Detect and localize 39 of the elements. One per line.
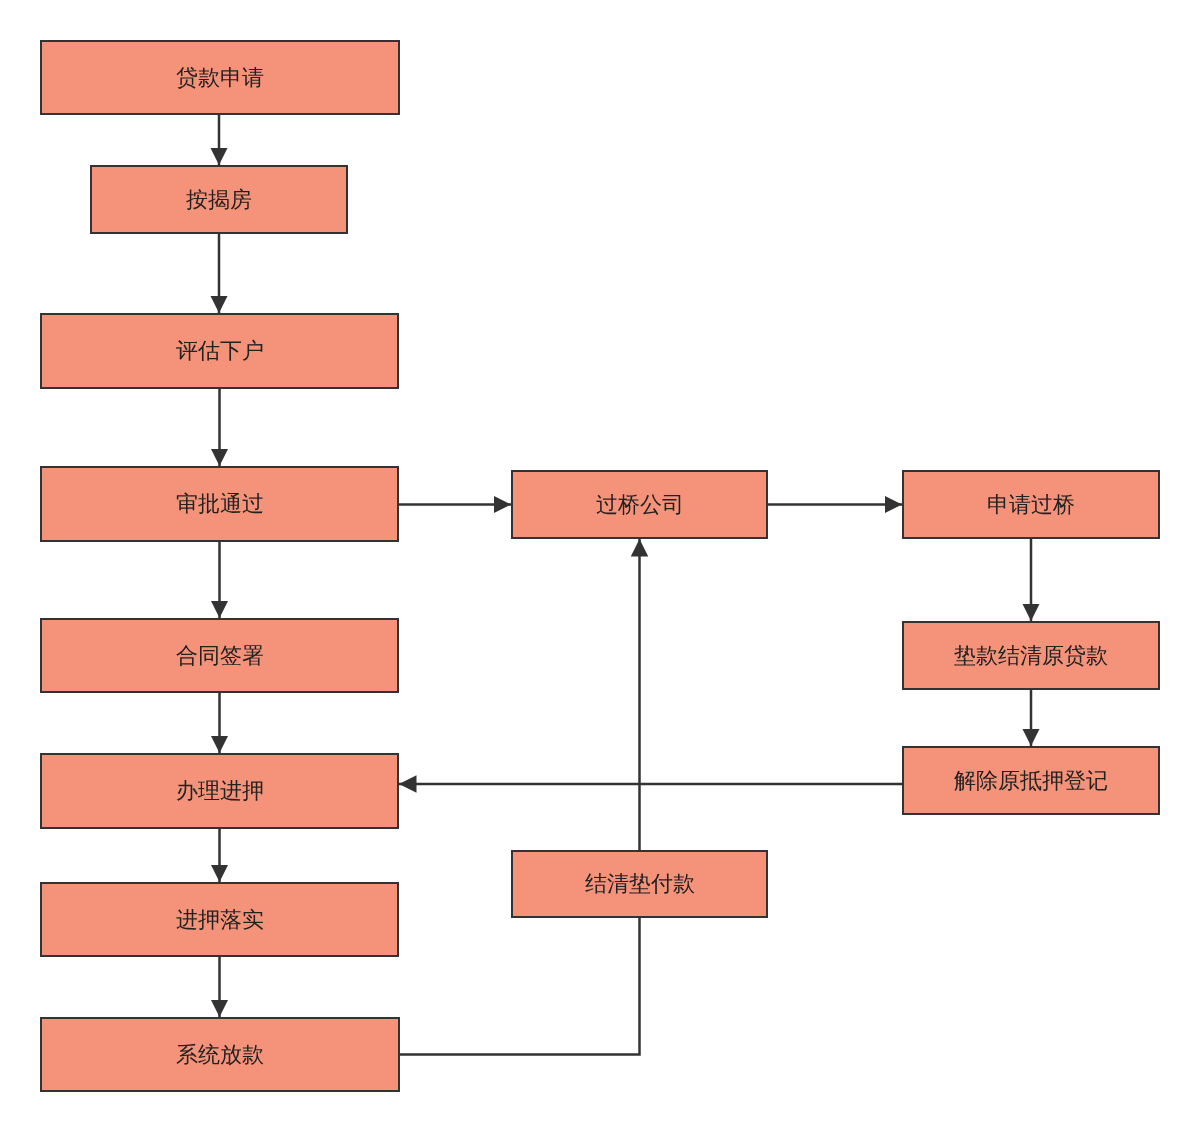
box-label: 进押落实 <box>175 905 264 934</box>
box-label: 审批通过 <box>175 490 264 518</box>
box-label: 系统放款 <box>176 1040 264 1069</box>
process-box <box>40 1017 400 1092</box>
box-label: 合同签署 <box>175 641 264 670</box>
box-label: 贷款申请 <box>176 63 264 92</box>
process-box <box>511 470 768 539</box>
arrow <box>630 539 649 850</box>
arrow <box>399 775 902 793</box>
process-box <box>902 746 1160 815</box>
arrow <box>210 542 229 618</box>
process-box <box>511 850 768 918</box>
process-box <box>40 882 399 957</box>
arrow <box>210 115 228 165</box>
box-label: 垫款结清原贷款 <box>954 641 1108 670</box>
box-label: 办理进押 <box>175 777 264 805</box>
arrow <box>1022 539 1040 621</box>
arrow <box>210 957 229 1017</box>
box-label: 申请过桥 <box>987 490 1075 519</box>
arrow <box>210 389 229 466</box>
arrow <box>210 693 229 753</box>
process-box <box>40 40 400 115</box>
arrow <box>768 495 902 514</box>
box-label: 评估下户 <box>175 337 264 365</box>
process-box <box>902 470 1160 539</box>
arrow <box>210 829 229 882</box>
process-box <box>40 466 399 542</box>
process-box <box>40 618 399 693</box>
box-label: 解除原抵押登记 <box>954 766 1108 795</box>
box-label: 过桥公司 <box>595 490 684 519</box>
process-box <box>902 621 1160 690</box>
arrow <box>210 234 228 313</box>
arrow <box>399 495 511 514</box>
process-box <box>90 165 348 234</box>
process-box <box>40 313 399 389</box>
box-label: 按揭房 <box>186 185 252 214</box>
process-box <box>40 753 399 829</box>
arrow <box>1022 690 1040 746</box>
box-label: 结清垫付款 <box>584 870 695 898</box>
